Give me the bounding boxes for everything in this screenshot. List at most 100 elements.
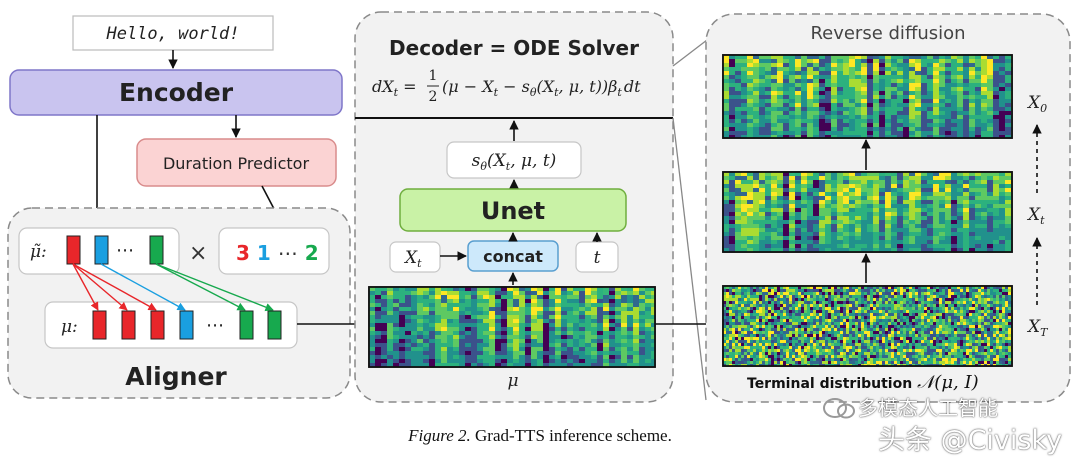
spectrogram-cell xyxy=(729,83,735,87)
spectrogram-cell xyxy=(879,349,882,352)
spectrogram-cell xyxy=(897,111,903,115)
spectrogram-cell xyxy=(993,75,999,79)
spectrogram-cell xyxy=(846,292,849,295)
spectrogram-cell xyxy=(513,299,519,303)
spectrogram-cell xyxy=(549,303,555,307)
spectrogram-cell xyxy=(825,292,828,295)
spectrogram-cell xyxy=(777,358,780,361)
spectrogram-cell xyxy=(567,291,573,295)
spectrogram-cell xyxy=(771,115,777,119)
spectrogram-cell xyxy=(435,303,441,307)
spectrogram-cell xyxy=(741,301,744,304)
spectrogram-cell xyxy=(795,79,801,83)
spectrogram-cell xyxy=(729,127,735,131)
spectrogram-cell xyxy=(387,327,393,331)
spectrogram-cell xyxy=(795,322,798,325)
spectrogram-cell xyxy=(645,331,651,335)
spectrogram-cell xyxy=(945,71,951,75)
spectrogram-cell xyxy=(729,355,732,358)
spectrogram-cell xyxy=(417,339,423,343)
spectrogram-cell xyxy=(759,71,765,75)
spectrogram-cell xyxy=(735,115,741,119)
spectrogram-cell xyxy=(726,340,729,343)
spectrogram-cell xyxy=(981,224,987,228)
spectrogram-cell xyxy=(816,304,819,307)
spectrogram-cell xyxy=(423,355,429,359)
spectrogram-cell xyxy=(729,304,732,307)
spectrogram-cell xyxy=(501,343,507,347)
spectrogram-cell xyxy=(861,200,867,204)
spectrogram-cell xyxy=(831,216,837,220)
spectrogram-cell xyxy=(843,331,846,334)
spectrogram-cell xyxy=(963,59,969,63)
spectrogram-cell xyxy=(819,298,822,301)
spectrogram-cell xyxy=(933,119,939,123)
spectrogram-cell xyxy=(1005,244,1011,248)
spectrogram-cell xyxy=(765,240,771,244)
spectrogram-cell xyxy=(879,310,882,313)
spectrogram-cell xyxy=(633,291,639,295)
spectrogram-cell xyxy=(873,224,879,228)
spectrogram-cell xyxy=(609,331,615,335)
spectrogram-cell xyxy=(729,184,735,188)
spectrogram-cell xyxy=(750,325,753,328)
spectrogram-cell xyxy=(885,244,891,248)
spectrogram-cell xyxy=(867,307,870,310)
spectrogram-cell xyxy=(870,310,873,313)
spectrogram-cell xyxy=(939,349,942,352)
spectrogram-cell xyxy=(759,107,765,111)
spectrogram-cell xyxy=(879,316,882,319)
spectrogram-cell xyxy=(939,212,945,216)
spectrogram-cell xyxy=(441,291,447,295)
spectrogram-cell xyxy=(879,184,885,188)
spectrogram-cell xyxy=(903,232,909,236)
spectrogram-cell xyxy=(429,311,435,315)
spectrogram-cell xyxy=(549,327,555,331)
spectrogram-cell xyxy=(591,351,597,355)
spectrogram-cell xyxy=(753,355,756,358)
spectrogram-cell xyxy=(423,315,429,319)
spectrogram-cell xyxy=(729,307,732,310)
spectrogram-cell xyxy=(888,304,891,307)
spectrogram-cell xyxy=(807,355,810,358)
spectrogram-cell xyxy=(813,188,819,192)
spectrogram-cell xyxy=(735,71,741,75)
spectrogram-cell xyxy=(867,119,873,123)
spectrogram-cell xyxy=(831,240,837,244)
spectrogram-cell xyxy=(759,95,765,99)
spectrogram-cell xyxy=(471,319,477,323)
spectrogram-cell xyxy=(747,220,753,224)
spectrogram-cell xyxy=(933,355,936,358)
spectrogram-cell xyxy=(813,103,819,107)
spectrogram-cell xyxy=(930,328,933,331)
spectrogram-cell xyxy=(783,358,786,361)
spectrogram-cell xyxy=(843,176,849,180)
spectrogram-cell xyxy=(747,184,753,188)
spectrogram-cell xyxy=(741,127,747,131)
spectrogram-cell xyxy=(747,99,753,103)
spectrogram-cell xyxy=(753,224,759,228)
spectrogram-cell xyxy=(447,347,453,351)
spectrogram-cell xyxy=(777,75,783,79)
spectrogram-cell xyxy=(831,361,834,364)
spectrogram-cell xyxy=(891,236,897,240)
spectrogram-cell xyxy=(747,301,750,304)
spectrogram-cell xyxy=(519,319,525,323)
spectrogram-cell xyxy=(798,301,801,304)
spectrogram-cell xyxy=(519,335,525,339)
spectrogram-cell xyxy=(783,79,789,83)
spectrogram-cell xyxy=(753,91,759,95)
spectrogram-cell xyxy=(723,244,729,248)
spectrogram-cell xyxy=(981,192,987,196)
spectrogram-cell xyxy=(477,347,483,351)
spectrogram-cell xyxy=(918,310,921,313)
spectrogram-cell xyxy=(873,358,876,361)
spectrogram-cell xyxy=(819,176,825,180)
spectrogram-cell xyxy=(873,79,879,83)
spectrogram-cell xyxy=(777,180,783,184)
spectrogram-cell xyxy=(783,331,786,334)
spectrogram-cell xyxy=(513,343,519,347)
spectrogram-cell xyxy=(867,95,873,99)
spectrogram-cell xyxy=(843,216,849,220)
